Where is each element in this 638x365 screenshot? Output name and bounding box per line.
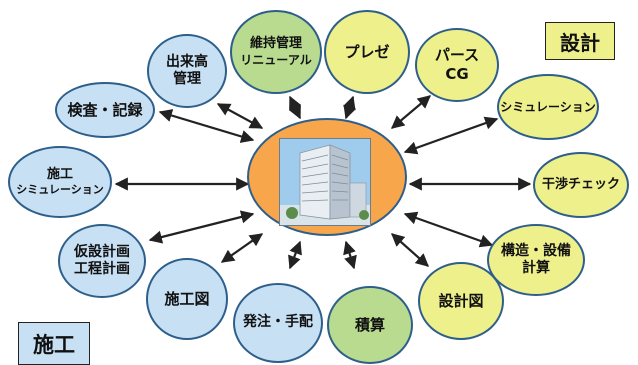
building-model-image — [279, 138, 371, 226]
node-cost-management: 出来高 管理 — [147, 34, 227, 108]
node-temporary-process-plan-line2: 工程計画 — [74, 261, 130, 277]
arrow-estimate — [343, 240, 357, 270]
node-structure-equipment-calc: 構造・設備 計算 — [487, 224, 585, 296]
node-construction-drawing-label: 施工図 — [164, 289, 210, 308]
node-simulation-label: シミュレーション — [500, 99, 596, 114]
node-interference-check: 干渉チェック — [533, 152, 629, 218]
design-phase-label: 設計 — [545, 22, 615, 60]
node-maintenance-renewal-line1: 維持管理 — [249, 36, 302, 52]
arrow-temporary-process-plan — [148, 210, 255, 244]
node-cost-management-line2: 管理 — [173, 71, 201, 87]
construction-phase-label: 施工 — [18, 322, 90, 365]
arrow-inspection-record — [158, 109, 255, 143]
arrow-design-drawing — [391, 233, 429, 267]
node-ordering-label: 発注・手配 — [243, 314, 313, 331]
node-construction-simulation-line1: 施工 — [46, 167, 73, 182]
node-construction-drawing: 施工図 — [146, 258, 228, 340]
arrow-simulation — [403, 116, 499, 155]
node-estimate-label: 積算 — [354, 315, 385, 334]
building-illustration — [280, 139, 370, 225]
node-estimate: 積算 — [327, 286, 413, 364]
node-temporary-process-plan-line1: 仮設計画 — [74, 243, 130, 260]
arrow-perspective-cg — [390, 95, 432, 129]
arrow-structure-equipment — [403, 211, 494, 248]
node-perspective-cg-line2: CG — [445, 65, 469, 83]
node-inspection-record-label: 検査・記録 — [67, 100, 143, 119]
node-design-drawing-label: 設計図 — [438, 291, 484, 310]
node-construction-simulation-line2: シミュレーション — [16, 183, 104, 197]
node-construction-simulation: 施工 シミュレーション — [8, 146, 112, 218]
node-design-drawing: 設計図 — [418, 262, 504, 340]
node-interference-check-label: 干渉チェック — [541, 176, 620, 192]
node-inspection-record: 検査・記録 — [55, 82, 155, 138]
node-ordering: 発注・手配 — [233, 283, 323, 363]
node-cost-management-line1: 出来高 — [166, 53, 208, 70]
node-maintenance-renewal-line2: リニューアル — [240, 52, 312, 67]
node-presentation: プレゼ — [324, 10, 410, 94]
node-structure-equipment-calc-line2: 計算 — [522, 260, 550, 276]
node-presentation-label: プレゼ — [344, 42, 390, 61]
arrow-presentation — [342, 95, 357, 120]
node-structure-equipment-calc-line1: 構造・設備 — [501, 242, 571, 259]
arrow-cost-management — [216, 103, 264, 129]
node-perspective-cg-line1: パース — [434, 46, 480, 65]
arrow-construction-drawing — [220, 233, 264, 263]
node-temporary-process-plan: 仮設計画 工程計画 — [58, 224, 146, 298]
node-maintenance-renewal: 維持管理 リニューアル — [230, 10, 322, 94]
arrow-maintenance-renewal — [288, 95, 302, 120]
node-simulation: シミュレーション — [497, 74, 599, 140]
node-perspective-cg: パース CG — [415, 28, 499, 102]
arrow-ordering — [288, 240, 302, 270]
